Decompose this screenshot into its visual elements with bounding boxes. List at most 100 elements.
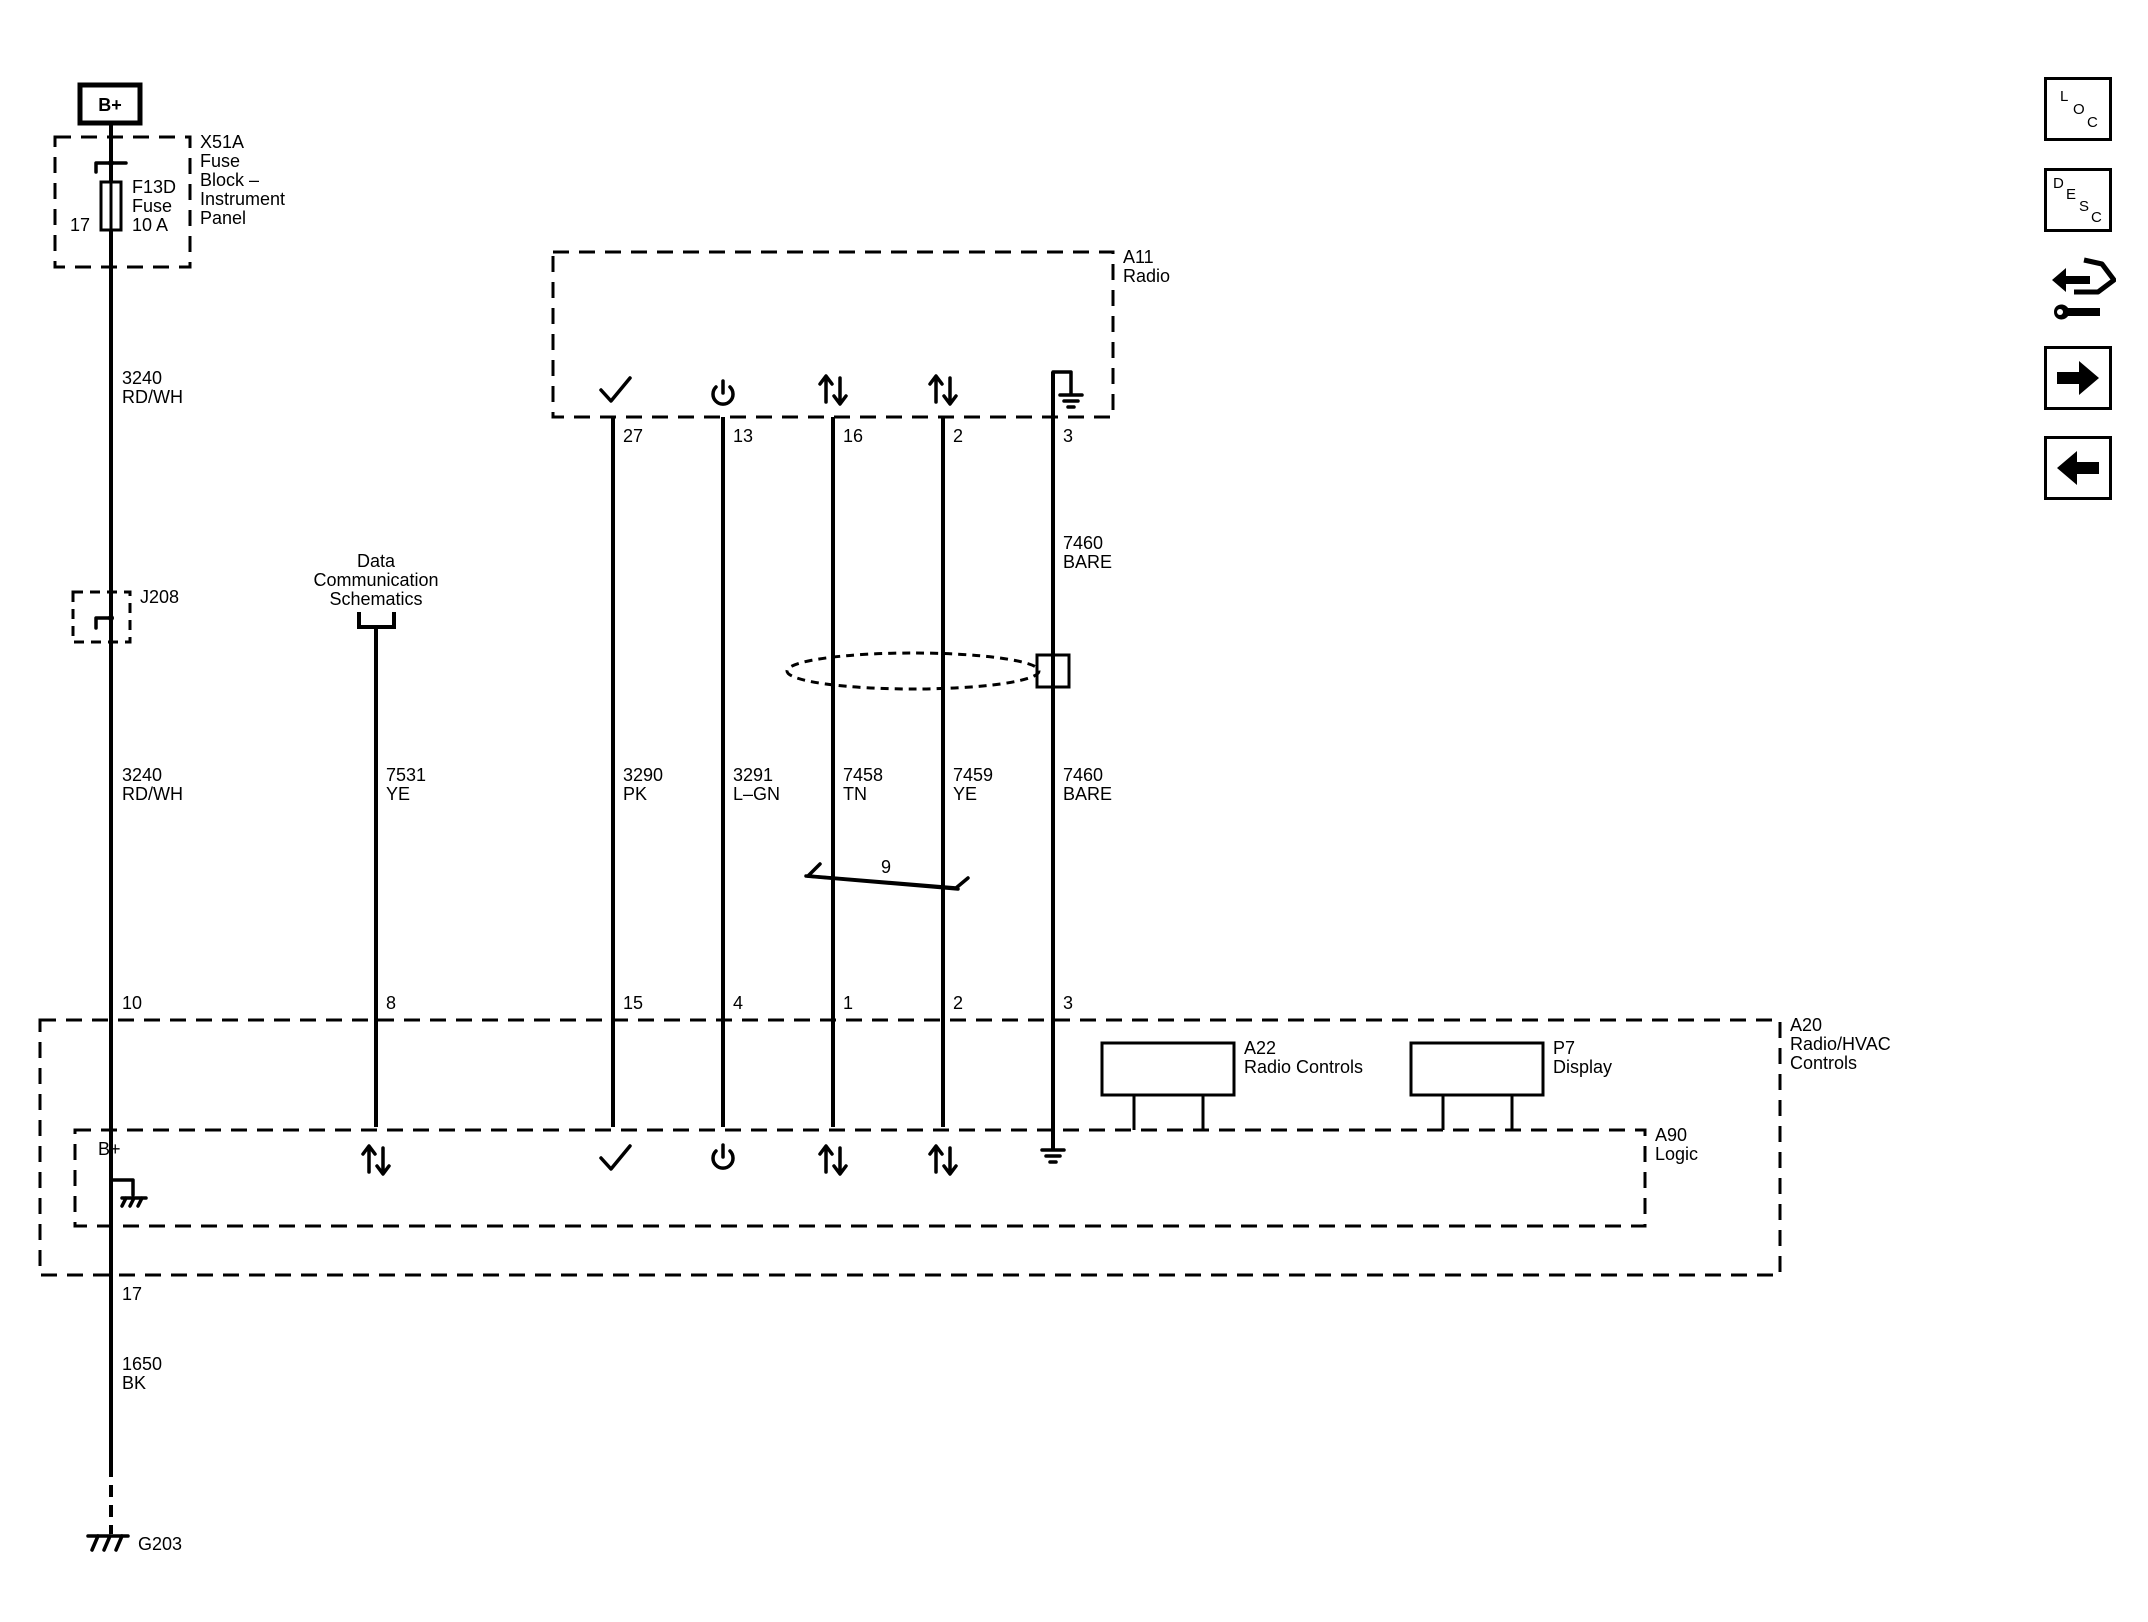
fuse-block-outline <box>53 135 192 269</box>
radio-controls-ref: A22 <box>1244 1038 1276 1058</box>
data-link-line-2: Communication <box>313 570 438 590</box>
previous-page-button[interactable] <box>2044 436 2112 500</box>
display-box <box>1409 1041 1545 1097</box>
splice-ref: J208 <box>140 587 179 607</box>
svg-text:C: C <box>2087 114 2098 131</box>
data-link-off-page-connector <box>357 612 396 629</box>
arrow-left-icon <box>2057 451 2099 485</box>
next-page-button[interactable] <box>2044 346 2112 410</box>
data-link-circuit-number: 7531 <box>386 765 426 785</box>
data-link-pin: 8 <box>386 993 396 1013</box>
svg-text:E: E <box>2066 186 2076 203</box>
circuit-3290-number: 3290 <box>623 765 663 785</box>
circuit-7460-number: 7460 <box>1063 765 1103 785</box>
logic-b-plus-label: B+ <box>98 1139 121 1159</box>
circuit-7459-color: YE <box>953 784 977 804</box>
b-plus-lower-circuit-number: 3240 <box>122 765 162 785</box>
battery-source-label: B+ <box>98 95 122 115</box>
bidirectional-arrows-icon <box>928 1144 958 1176</box>
connector-view-button[interactable] <box>2044 250 2117 330</box>
location-icon: L O C <box>2060 88 2098 131</box>
display-ref: P7 <box>1553 1038 1575 1058</box>
data-link-line-3: Schematics <box>329 589 422 609</box>
bidirectional-arrows-icon <box>928 374 958 406</box>
b-plus-lower-circuit-color: RD/WH <box>122 784 183 804</box>
fuse-ref: F13D <box>132 177 176 197</box>
fuse-name: Fuse <box>132 196 172 216</box>
bidirectional-arrows-icon <box>818 1144 848 1176</box>
shield-drain-connection <box>1035 653 1071 689</box>
svg-text:C: C <box>2091 209 2102 226</box>
description-icon: D E S C <box>2053 175 2102 226</box>
a20-pin-3: 3 <box>1063 993 1073 1013</box>
drain-upper-circuit-number: 7460 <box>1063 533 1103 553</box>
svg-text:L: L <box>2060 88 2068 105</box>
chassis-ground-icon <box>109 1178 148 1208</box>
radio-controls-name: Radio Controls <box>1244 1057 1363 1077</box>
hvac-name-1: Radio/HVAC <box>1790 1034 1891 1054</box>
hvac-ref: A20 <box>1790 1015 1822 1035</box>
radio-controls-box <box>1100 1041 1236 1097</box>
splice-connector-symbol <box>94 616 113 630</box>
radio-ref: A11 <box>1123 247 1154 267</box>
radio-module-outline <box>551 250 1115 419</box>
fuse-block-name-3: Instrument <box>200 189 285 209</box>
a20-pin-15: 15 <box>623 993 643 1013</box>
fuse-block-name-1: Fuse <box>200 151 240 171</box>
data-link-line-1: Data <box>357 551 396 571</box>
circuit-3291-color: L–GN <box>733 784 780 804</box>
splice-j208-outline <box>71 590 132 644</box>
b-plus-pin: 10 <box>122 993 142 1013</box>
shielded-cable-ellipse <box>785 651 1041 691</box>
circuit-7460-color: BARE <box>1063 784 1112 804</box>
ground-symbol-icon <box>1051 370 1084 409</box>
logic-ref: A90 <box>1655 1125 1687 1145</box>
connector-wrench-icon <box>2052 257 2117 320</box>
fuse-block-pin: 17 <box>70 215 90 235</box>
svg-text:S: S <box>2079 198 2089 215</box>
radio-name: Radio <box>1123 266 1170 286</box>
ground-pin: 17 <box>122 1284 142 1304</box>
hvac-name-2: Controls <box>1790 1053 1857 1073</box>
svg-text:O: O <box>2073 101 2085 118</box>
drain-upper-circuit-color: BARE <box>1063 552 1112 572</box>
ground-g203-symbol <box>86 1534 130 1552</box>
fuse-block-ref: X51A <box>200 132 244 152</box>
ground-circuit-number: 1650 <box>122 1354 162 1374</box>
circuit-7458-color: TN <box>843 784 867 804</box>
description-button[interactable]: D E S C <box>2044 168 2112 232</box>
location-button[interactable]: L O C <box>2044 77 2112 141</box>
fuse-block-name-4: Panel <box>200 208 246 228</box>
b-plus-upper-circuit-color: RD/WH <box>122 387 183 407</box>
circuit-7458-number: 7458 <box>843 765 883 785</box>
data-link-circuit-color: YE <box>386 784 410 804</box>
radio-pin-2: 2 <box>953 426 963 446</box>
bidirectional-arrows-icon <box>818 374 848 406</box>
circuit-3290-color: PK <box>623 784 647 804</box>
logic-module-outline <box>73 1128 1647 1228</box>
twisted-pair-label: 9 <box>881 857 891 877</box>
svg-text:D: D <box>2053 175 2064 192</box>
a20-pin-2: 2 <box>953 993 963 1013</box>
circuit-7459-number: 7459 <box>953 765 993 785</box>
ground-circuit-color: BK <box>122 1373 146 1393</box>
bidirectional-arrows-icon <box>361 1144 391 1176</box>
display-name: Display <box>1553 1057 1612 1077</box>
arrow-right-icon <box>2057 361 2099 395</box>
radio-pin-16: 16 <box>843 426 863 446</box>
ground-symbol-icon <box>1040 1148 1066 1164</box>
checkmark-icon <box>599 1144 632 1171</box>
circuit-3291-number: 3291 <box>733 765 773 785</box>
power-icon <box>711 1143 735 1170</box>
ground-ref: G203 <box>138 1534 182 1554</box>
a20-pin-1: 1 <box>843 993 853 1013</box>
logic-name: Logic <box>1655 1144 1698 1164</box>
a20-pin-4: 4 <box>733 993 743 1013</box>
radio-pin-3: 3 <box>1063 426 1073 446</box>
power-icon <box>711 379 735 406</box>
hvac-controls-outline <box>38 1018 1782 1277</box>
radio-pin-13: 13 <box>733 426 753 446</box>
radio-pin-27: 27 <box>623 426 643 446</box>
checkmark-icon <box>599 376 632 403</box>
